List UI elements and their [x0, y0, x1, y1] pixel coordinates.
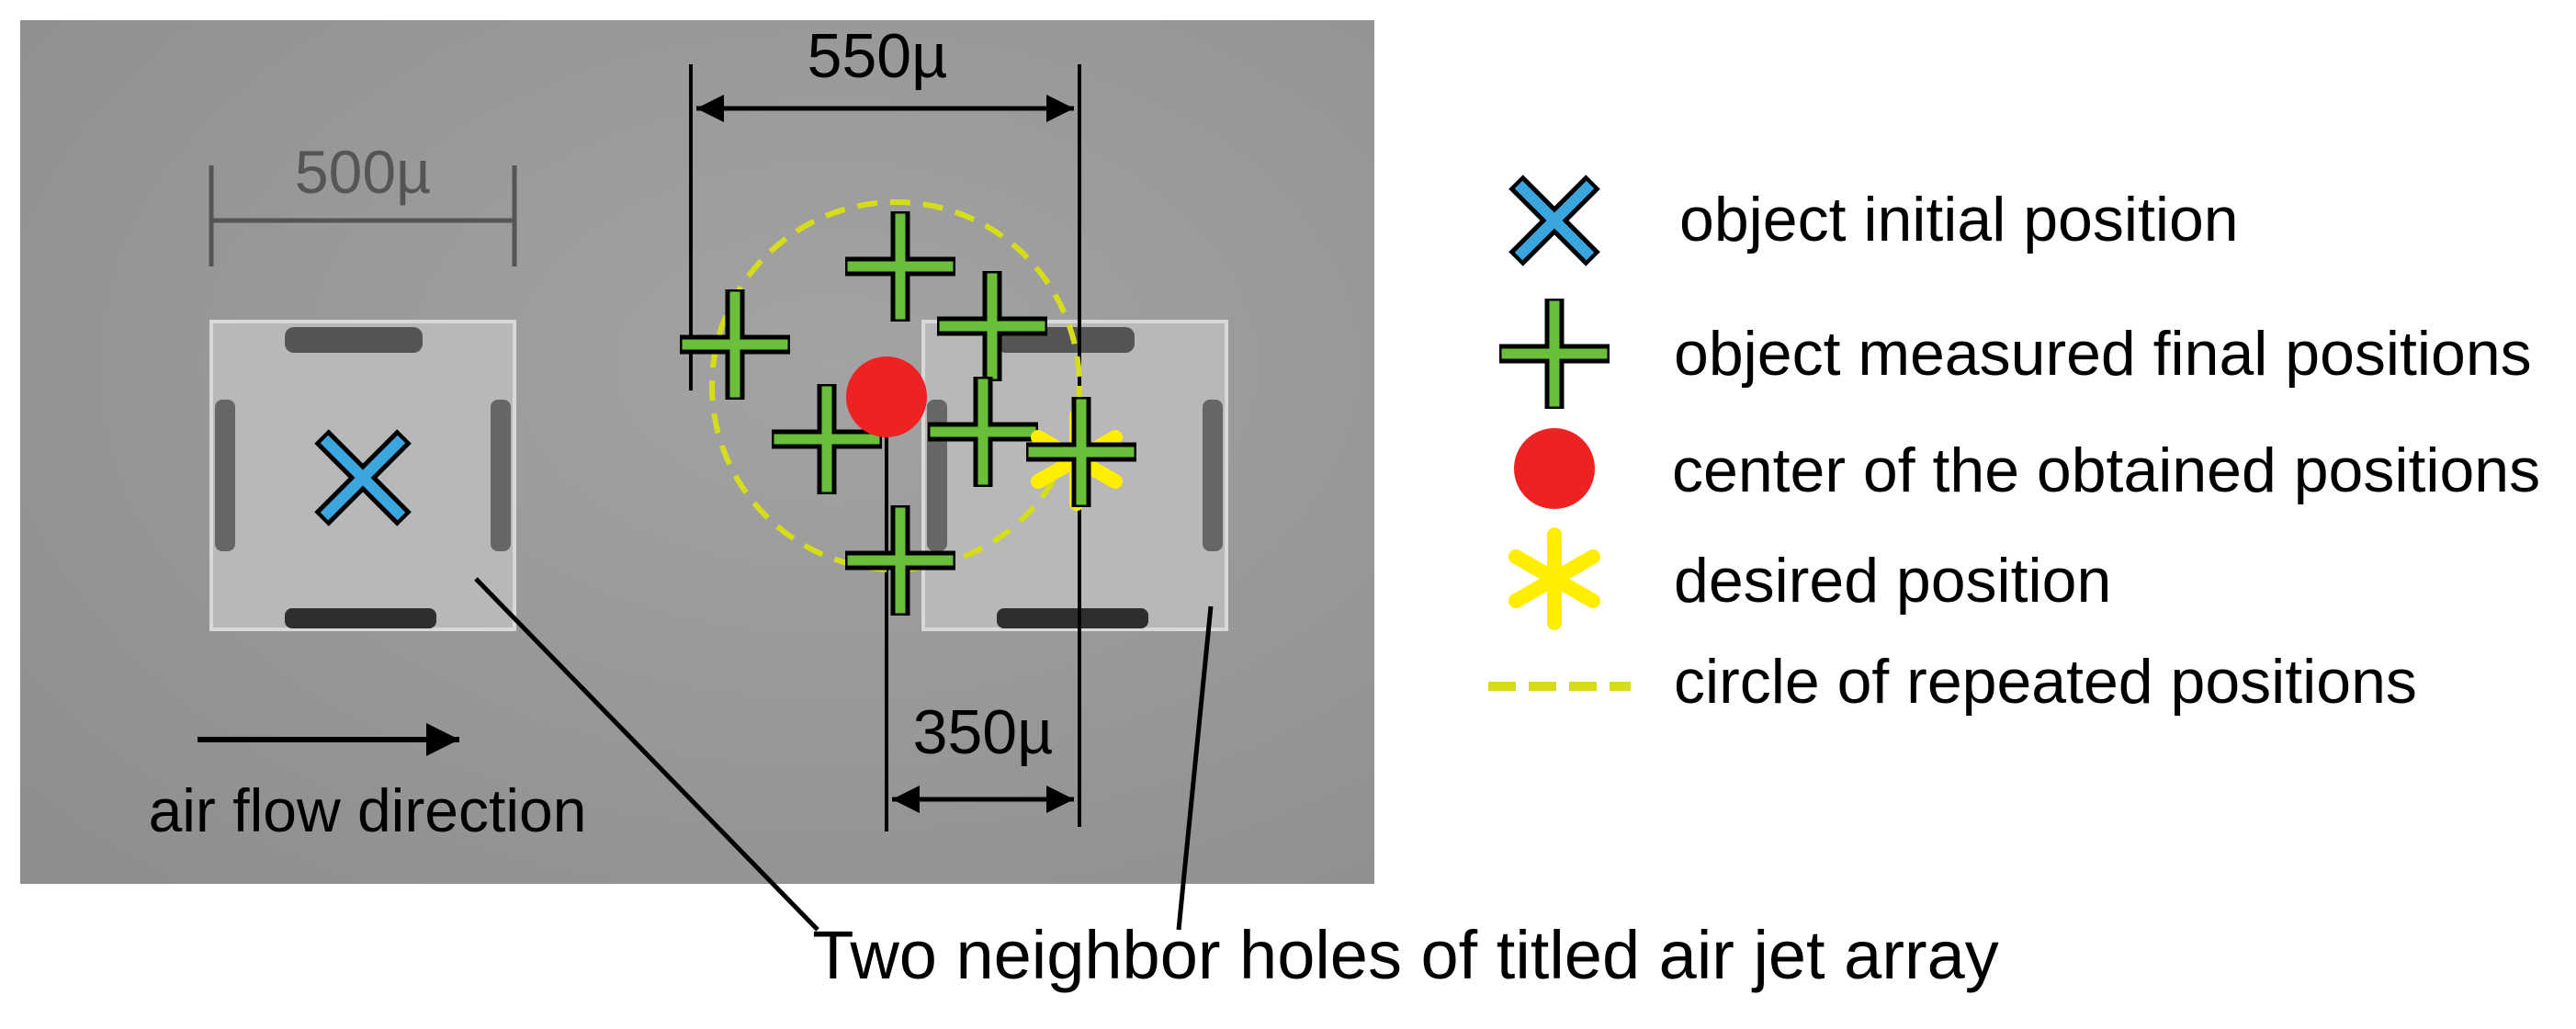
legend-label: object measured final positions [1674, 319, 2532, 389]
scale-bar-label: 500µ [295, 138, 431, 206]
yellow-asterisk-icon [1508, 527, 1600, 630]
green-plus-icon [1499, 299, 1610, 409]
center-position-marker [846, 356, 927, 437]
initial-position-marker [314, 429, 412, 526]
legend-label: center of the obtained positions [1672, 435, 2540, 505]
legend: object initial position object measured … [1488, 175, 2540, 717]
leader-line-left-hole [474, 577, 819, 932]
outer-spacing-label: 550µ [808, 21, 948, 91]
legend-label: circle of repeated positions [1674, 647, 2417, 717]
red-dot-icon [1514, 428, 1595, 509]
legend-label: desired position [1674, 546, 2111, 616]
blue-x-icon [1508, 175, 1600, 266]
air-flow-indicator: air flow direction [149, 723, 587, 844]
leader-line-right-hole [1176, 605, 1214, 931]
inner-spacing-dimension: 350µ [885, 432, 1074, 831]
figure-caption: Two neighbor holes of titled air jet arr… [812, 917, 1999, 993]
scale-bar: 500µ [209, 138, 517, 266]
inner-spacing-label: 350µ [913, 697, 1054, 767]
legend-label: object initial position [1679, 185, 2239, 254]
air-flow-label: air flow direction [149, 776, 587, 844]
repeat-circle [709, 199, 1082, 572]
